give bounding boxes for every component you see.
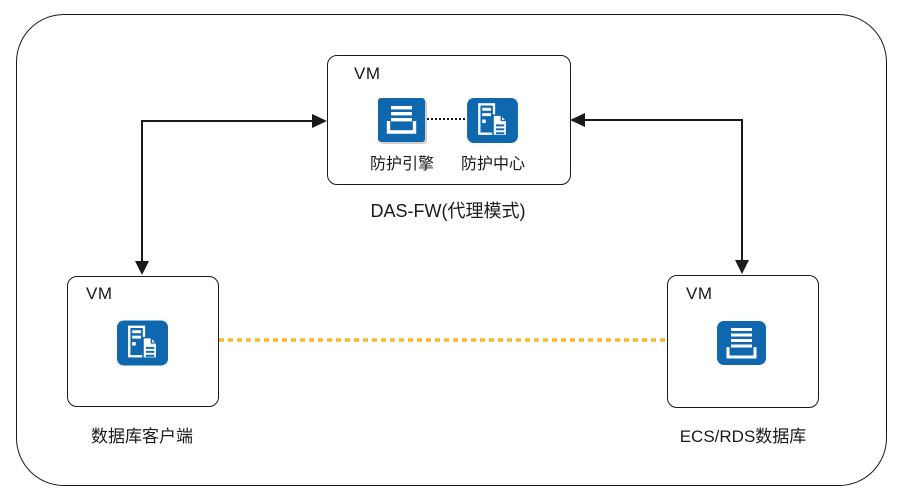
das-fw-vm-box: VM 防 bbox=[327, 55, 571, 185]
ecs-rds-database-icon bbox=[717, 321, 766, 365]
vm-label: VM bbox=[686, 284, 713, 303]
das-fw-caption: DAS-FW(代理模式) bbox=[370, 201, 526, 221]
diagram-outer-border bbox=[16, 14, 887, 486]
vm-label: VM bbox=[354, 64, 381, 83]
database-client-caption: 数据库客户端 bbox=[91, 427, 193, 446]
ecs-rds-database-caption: ECS/RDS数据库 bbox=[679, 427, 807, 446]
protection-engine-icon bbox=[378, 98, 425, 142]
engine-center-dotted-link bbox=[427, 118, 465, 120]
ecs-rds-database-vm-box: VM bbox=[667, 275, 819, 408]
database-client-vm-box: VM bbox=[67, 276, 219, 407]
protection-center-icon bbox=[466, 98, 519, 143]
database-client-icon bbox=[117, 320, 168, 366]
vm-label: VM bbox=[86, 284, 113, 303]
protection-center-label: 防护中心 bbox=[460, 156, 526, 173]
protection-engine-label: 防护引擎 bbox=[369, 156, 435, 173]
